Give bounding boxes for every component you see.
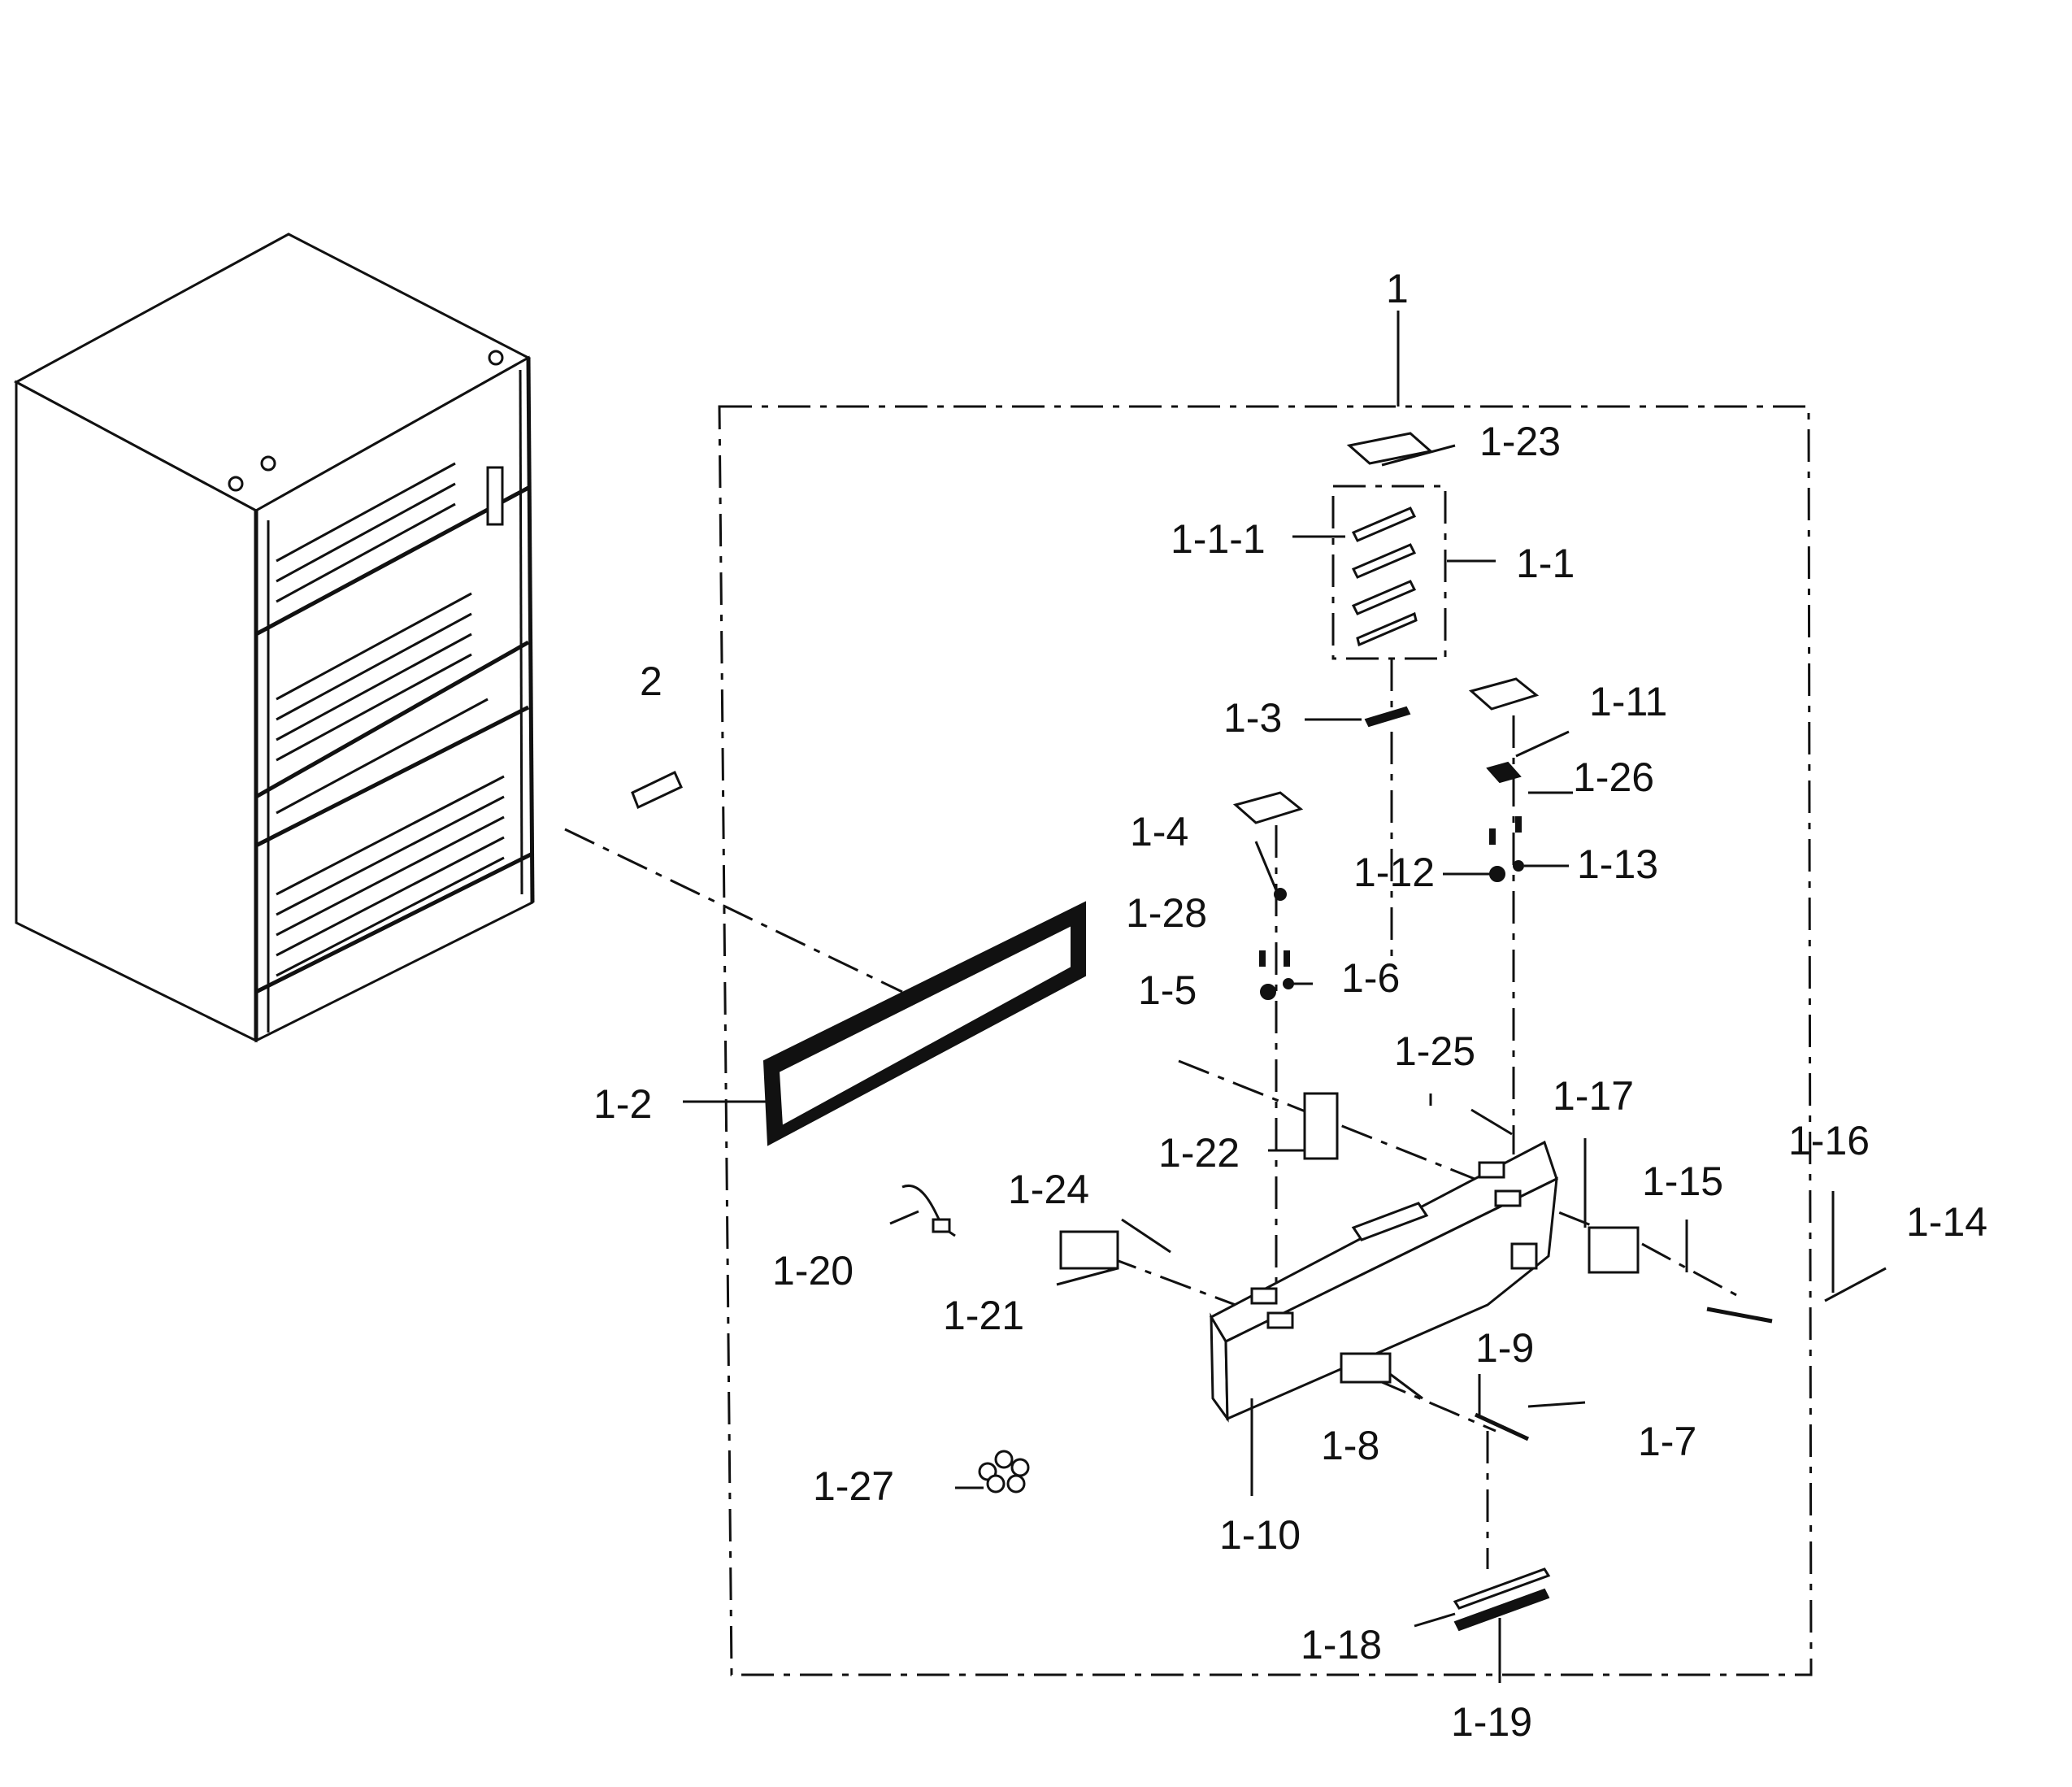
part-1-3 [1364, 706, 1411, 728]
label-1-3: 1-3 [1223, 695, 1282, 741]
label-1-27: 1-27 [813, 1463, 894, 1509]
part-1-21 [1059, 1230, 1119, 1270]
assembly-1-boundary [718, 405, 1813, 1676]
label-1-20: 1-20 [772, 1248, 854, 1294]
label-1-18: 1-18 [1301, 1622, 1382, 1667]
label-1-23: 1-23 [1479, 419, 1561, 464]
label-1-9: 1-9 [1475, 1325, 1534, 1371]
label-1-5: 1-5 [1138, 967, 1197, 1013]
label-1-28: 1-28 [1126, 890, 1207, 936]
part-1-11 [1468, 677, 1540, 711]
part-1-1-box [1331, 485, 1447, 660]
part-1-18 [1453, 1567, 1551, 1610]
label-1: 1 [1386, 266, 1409, 311]
label-1-16: 1-16 [1788, 1118, 1870, 1163]
label-1-19: 1-19 [1451, 1699, 1532, 1745]
label-1-17: 1-17 [1553, 1073, 1634, 1119]
part-2 [631, 770, 683, 810]
label-1-25: 1-25 [1394, 1028, 1475, 1074]
label-1-8: 1-8 [1321, 1423, 1379, 1468]
label-1-10: 1-10 [1219, 1512, 1301, 1558]
label-1-26: 1-26 [1573, 754, 1654, 800]
part-1-2-gasket [762, 901, 1086, 1146]
part-1-22 [1303, 1092, 1339, 1160]
part-1-23 [1346, 432, 1434, 465]
part-1-17 [1588, 1226, 1640, 1274]
label-1-14: 1-14 [1906, 1199, 1987, 1245]
label-1-6: 1-6 [1341, 955, 1400, 1001]
part-1-26 [1486, 761, 1522, 784]
part-1-19 [1453, 1588, 1550, 1632]
part-1-1-strips [1351, 507, 1418, 647]
part-1-8 [1340, 1352, 1392, 1384]
label-1-21: 1-21 [943, 1293, 1024, 1338]
label-1-11: 1-11 [1589, 679, 1667, 724]
label-1-22: 1-22 [1158, 1130, 1240, 1176]
label-2: 2 [640, 659, 662, 704]
part-1-4 [1232, 791, 1304, 824]
label-1-7: 1-7 [1638, 1419, 1696, 1464]
leader-lines [683, 444, 1887, 1683]
refrigerator-cabinet [13, 233, 535, 1043]
part-1-10-panel [1209, 1140, 1558, 1423]
label-1-1-1: 1-1-1 [1171, 516, 1266, 562]
label-1-24: 1-24 [1008, 1167, 1089, 1212]
part-1-27 [978, 1450, 1030, 1494]
label-1-1: 1-1 [1516, 541, 1575, 586]
label-1-12: 1-12 [1353, 850, 1435, 895]
label-1-15: 1-15 [1642, 1159, 1723, 1204]
label-1-2: 1-2 [593, 1081, 652, 1127]
label-1-4: 1-4 [1130, 809, 1188, 854]
label-1-13: 1-13 [1577, 841, 1658, 887]
